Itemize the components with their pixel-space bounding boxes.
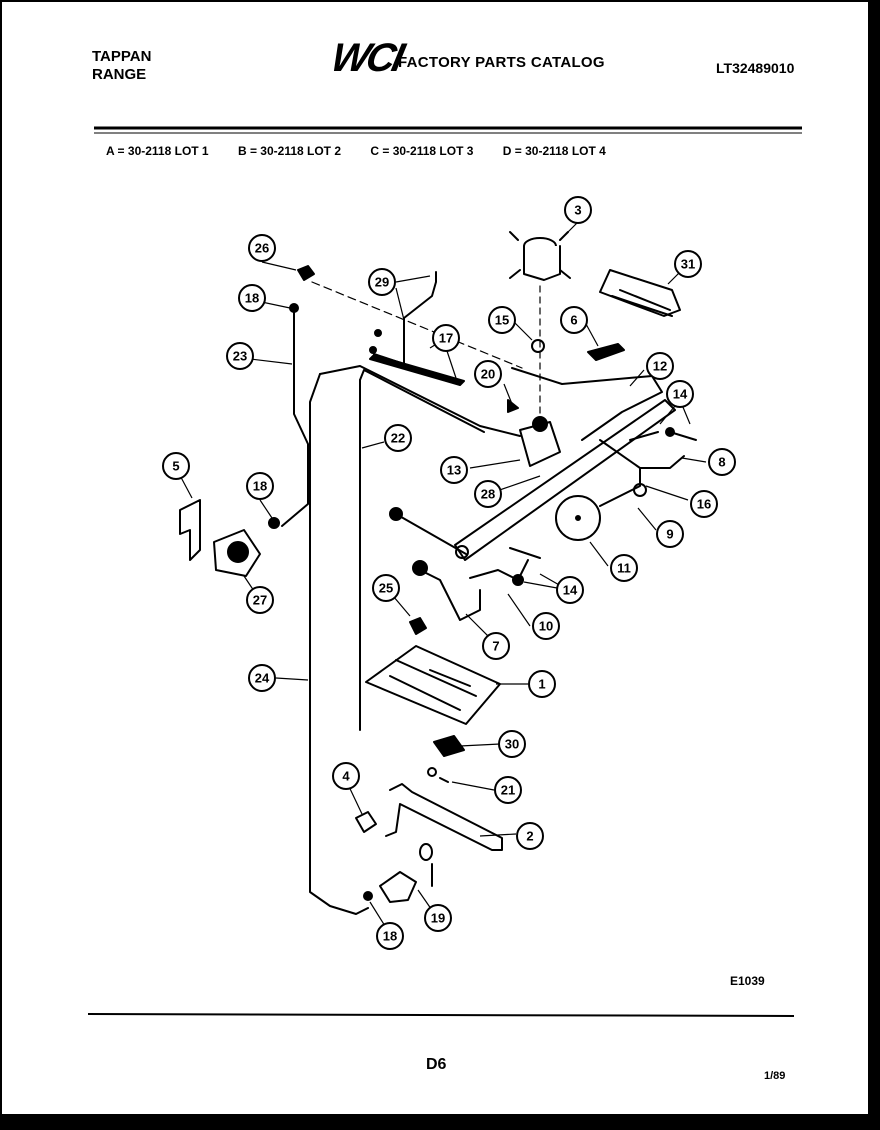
callout-31: 31	[674, 250, 702, 278]
part-callouts: 1 2 3 4 5 6 7 8 9 10 11 12 13 14 14 15 1…	[162, 196, 736, 950]
callout-23-label: 23	[233, 349, 247, 364]
header-rules	[94, 126, 802, 134]
callout-3: 3	[564, 196, 592, 224]
callout-18-label: 18	[245, 291, 259, 306]
callout-27-label: 27	[253, 593, 267, 608]
callout-14-upper: 14	[666, 380, 694, 408]
catalog-title: FACTORY PARTS CATALOG	[398, 54, 605, 71]
callout-17-label: 17	[439, 331, 453, 346]
lot-b: B = 30-2118 LOT 2	[237, 144, 342, 158]
callout-22-label: 22	[391, 431, 405, 446]
lot-d: D = 30-2118 LOT 4	[502, 144, 606, 158]
issue-date: 1/89	[764, 1070, 786, 1082]
callout-15-label: 15	[495, 313, 509, 328]
callout-14-label: 14	[673, 387, 688, 402]
callout-11-label: 11	[617, 561, 631, 576]
callout-15: 15	[488, 306, 516, 334]
callout-9: 9	[656, 520, 684, 548]
callout-27: 27	[246, 586, 274, 614]
callout-2-label: 2	[526, 829, 533, 844]
callout-12-label: 12	[653, 359, 667, 374]
callout-16: 16	[690, 490, 718, 518]
callout-18-middle: 18	[246, 472, 274, 500]
callout-30: 30	[498, 730, 526, 758]
callout-23: 23	[226, 342, 254, 370]
callout-18-label: 18	[253, 479, 267, 494]
callout-25: 25	[372, 574, 400, 602]
callout-24: 24	[248, 664, 276, 692]
callout-20: 20	[474, 360, 502, 388]
callout-4-label: 4	[342, 769, 350, 784]
callout-7-label: 7	[492, 639, 499, 654]
callout-19: 19	[424, 904, 452, 932]
callout-26-label: 26	[255, 241, 269, 256]
callout-12: 12	[646, 352, 674, 380]
callout-6-label: 6	[570, 313, 577, 328]
callout-21: 21	[494, 776, 522, 804]
callout-9-label: 9	[666, 527, 673, 542]
callout-13-label: 13	[447, 463, 461, 478]
page-number: D6	[426, 1056, 447, 1073]
callout-30-label: 30	[505, 737, 519, 752]
callout-31-label: 31	[681, 257, 695, 272]
callout-5: 5	[162, 452, 190, 480]
footer-rule	[87, 1013, 795, 1017]
callout-28: 28	[474, 480, 502, 508]
callout-10-label: 10	[539, 619, 553, 634]
callout-25-label: 25	[379, 581, 393, 596]
lot-c: C = 30-2118 LOT 3	[370, 144, 474, 158]
callout-29-label: 29	[375, 275, 389, 290]
callout-13: 13	[440, 456, 468, 484]
product-type: RANGE	[92, 66, 147, 83]
callout-29: 29	[368, 268, 396, 296]
callout-1-label: 1	[538, 677, 545, 692]
figure-code: E1039	[730, 974, 765, 988]
callout-18-top: 18	[238, 284, 266, 312]
callout-11: 11	[610, 554, 638, 582]
callout-19-label: 19	[431, 911, 445, 926]
callout-3-label: 3	[574, 203, 581, 218]
callout-7: 7	[482, 632, 510, 660]
callout-18-label: 18	[383, 929, 397, 944]
callout-8: 8	[708, 448, 736, 476]
callout-6: 6	[560, 306, 588, 334]
callout-16-label: 16	[697, 497, 711, 512]
model-number: LT32489010	[716, 60, 795, 76]
callout-14-label: 14	[563, 583, 578, 598]
lot-legend: A = 30-2118 LOT 1 B = 30-2118 LOT 2 C = …	[106, 144, 632, 158]
callout-10: 10	[532, 612, 560, 640]
callout-21-label: 21	[501, 783, 515, 798]
callout-28-label: 28	[481, 487, 495, 502]
callout-5-label: 5	[172, 459, 179, 474]
callout-4: 4	[332, 762, 360, 790]
callout-14-lower: 14	[556, 576, 584, 604]
callout-2: 2	[516, 822, 544, 850]
callout-18-bottom: 18	[376, 922, 404, 950]
callout-22: 22	[384, 424, 412, 452]
callout-8-label: 8	[718, 455, 725, 470]
callout-24-label: 24	[255, 671, 270, 686]
lot-a: A = 30-2118 LOT 1	[106, 144, 209, 158]
callout-20-label: 20	[481, 367, 495, 382]
callout-17: 17	[432, 324, 460, 352]
brand-name: TAPPAN	[92, 48, 152, 65]
parts-linework	[179, 231, 697, 915]
callout-26: 26	[248, 234, 276, 262]
callout-1: 1	[528, 670, 556, 698]
